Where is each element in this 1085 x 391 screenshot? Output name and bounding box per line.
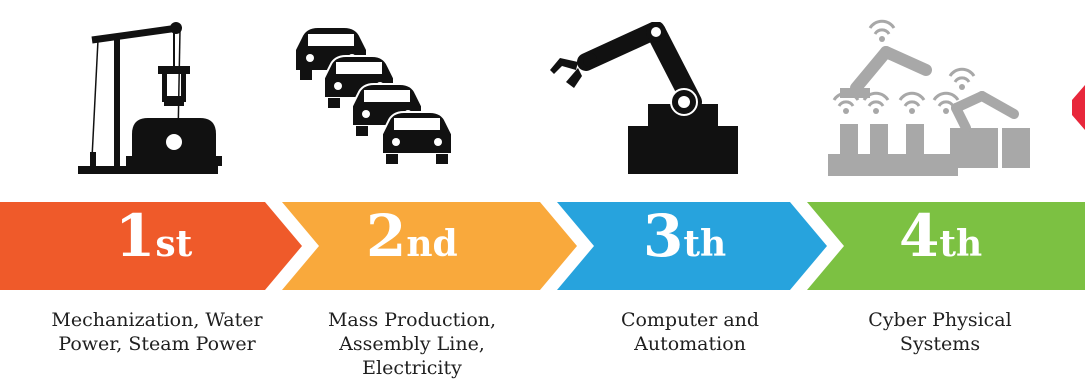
- chevron-stage-2: [282, 202, 577, 290]
- stage-3-caption: Computer and Automation: [620, 309, 760, 355]
- stage-1-suffix: st: [155, 223, 193, 265]
- chevron-stage-4: [807, 202, 1085, 290]
- chevron-stage-1: [0, 202, 302, 290]
- assembly-line-cars-icon: [296, 28, 453, 164]
- stage-3-digit: 3: [643, 202, 684, 270]
- chevron-stage-5-partial: [1072, 85, 1085, 130]
- chevron-stage-3: [557, 202, 827, 290]
- stage-2-number: 2nd: [366, 207, 506, 307]
- stage-3-number: 3th: [643, 207, 773, 307]
- stage-4-digit: 4: [899, 202, 940, 270]
- robot-arm-icon: [550, 22, 738, 174]
- stage-1-number: 1st: [115, 207, 235, 307]
- stage-1-caption: Mechanization, Water Power, Steam Power: [51, 309, 263, 355]
- stage-1-digit: 1: [115, 202, 156, 270]
- stage-2-digit: 2: [366, 202, 407, 270]
- stage-3-suffix: th: [683, 223, 727, 265]
- stage-2-suffix: nd: [406, 223, 458, 265]
- stage-4-caption: Cyber Physical Systems: [868, 309, 1012, 355]
- connected-robots-icon: [828, 19, 1030, 176]
- stage-4-number: 4th: [899, 207, 1029, 307]
- stage-2-caption: Mass Production, Assembly Line, Electric…: [327, 309, 497, 379]
- stage-4-suffix: th: [939, 223, 983, 265]
- steam-engine-icon: [78, 22, 222, 174]
